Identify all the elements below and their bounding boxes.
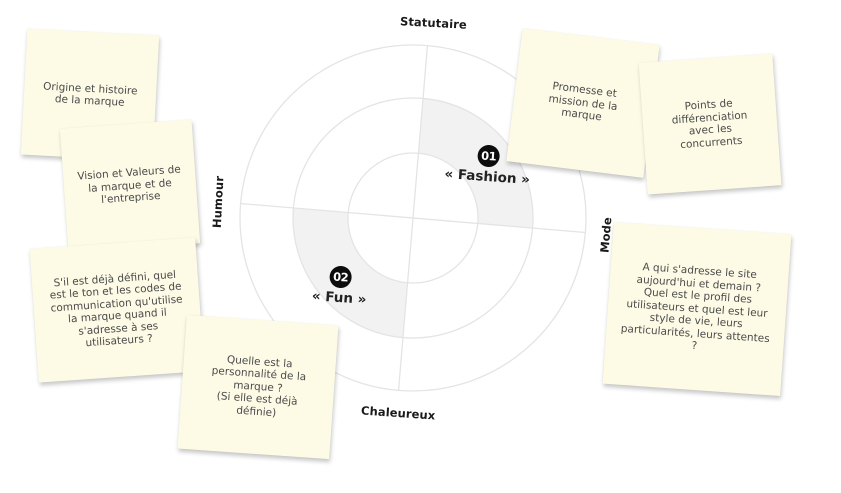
sticky-note-differenciation: Points de différenciation avec les concu… (638, 53, 782, 195)
sticky-note-text: Vision et Valeurs de la marque et de l'e… (76, 163, 182, 207)
sticky-note-promesse: Promesse et mission de la marque (506, 28, 660, 178)
sticky-note-text: Origine et histoire de la marque (42, 80, 138, 109)
horizontal-axis (240, 202, 586, 234)
badge-01: 01 (476, 144, 501, 168)
sticky-note-vision: Vision et Valeurs de la marque et de l'e… (59, 119, 201, 253)
sticky-note-text: Points de différenciation avec les concu… (671, 97, 748, 151)
sticky-note-personnalite: Quelle est la personnalité de la marque … (177, 314, 339, 460)
segment-fun: 02 « Fun » (304, 264, 377, 309)
sticky-note-cible: A qui s'adresse le site aujourd'hui et d… (602, 221, 792, 397)
sticky-note-text: A qui s'adresse le site aujourd'hui et d… (620, 261, 771, 353)
sticky-note-ton-communication: S'il est déjà défini, quel est le ton et… (29, 237, 205, 383)
segment-fashion-area (418, 98, 533, 229)
sticky-note-text: Promesse et mission de la marque (547, 80, 619, 124)
badge-02: 02 (328, 265, 353, 289)
sticky-note-text: S'il est déjà défini, quel est le ton et… (49, 268, 183, 350)
axis-label-humour: Humour (209, 175, 227, 229)
